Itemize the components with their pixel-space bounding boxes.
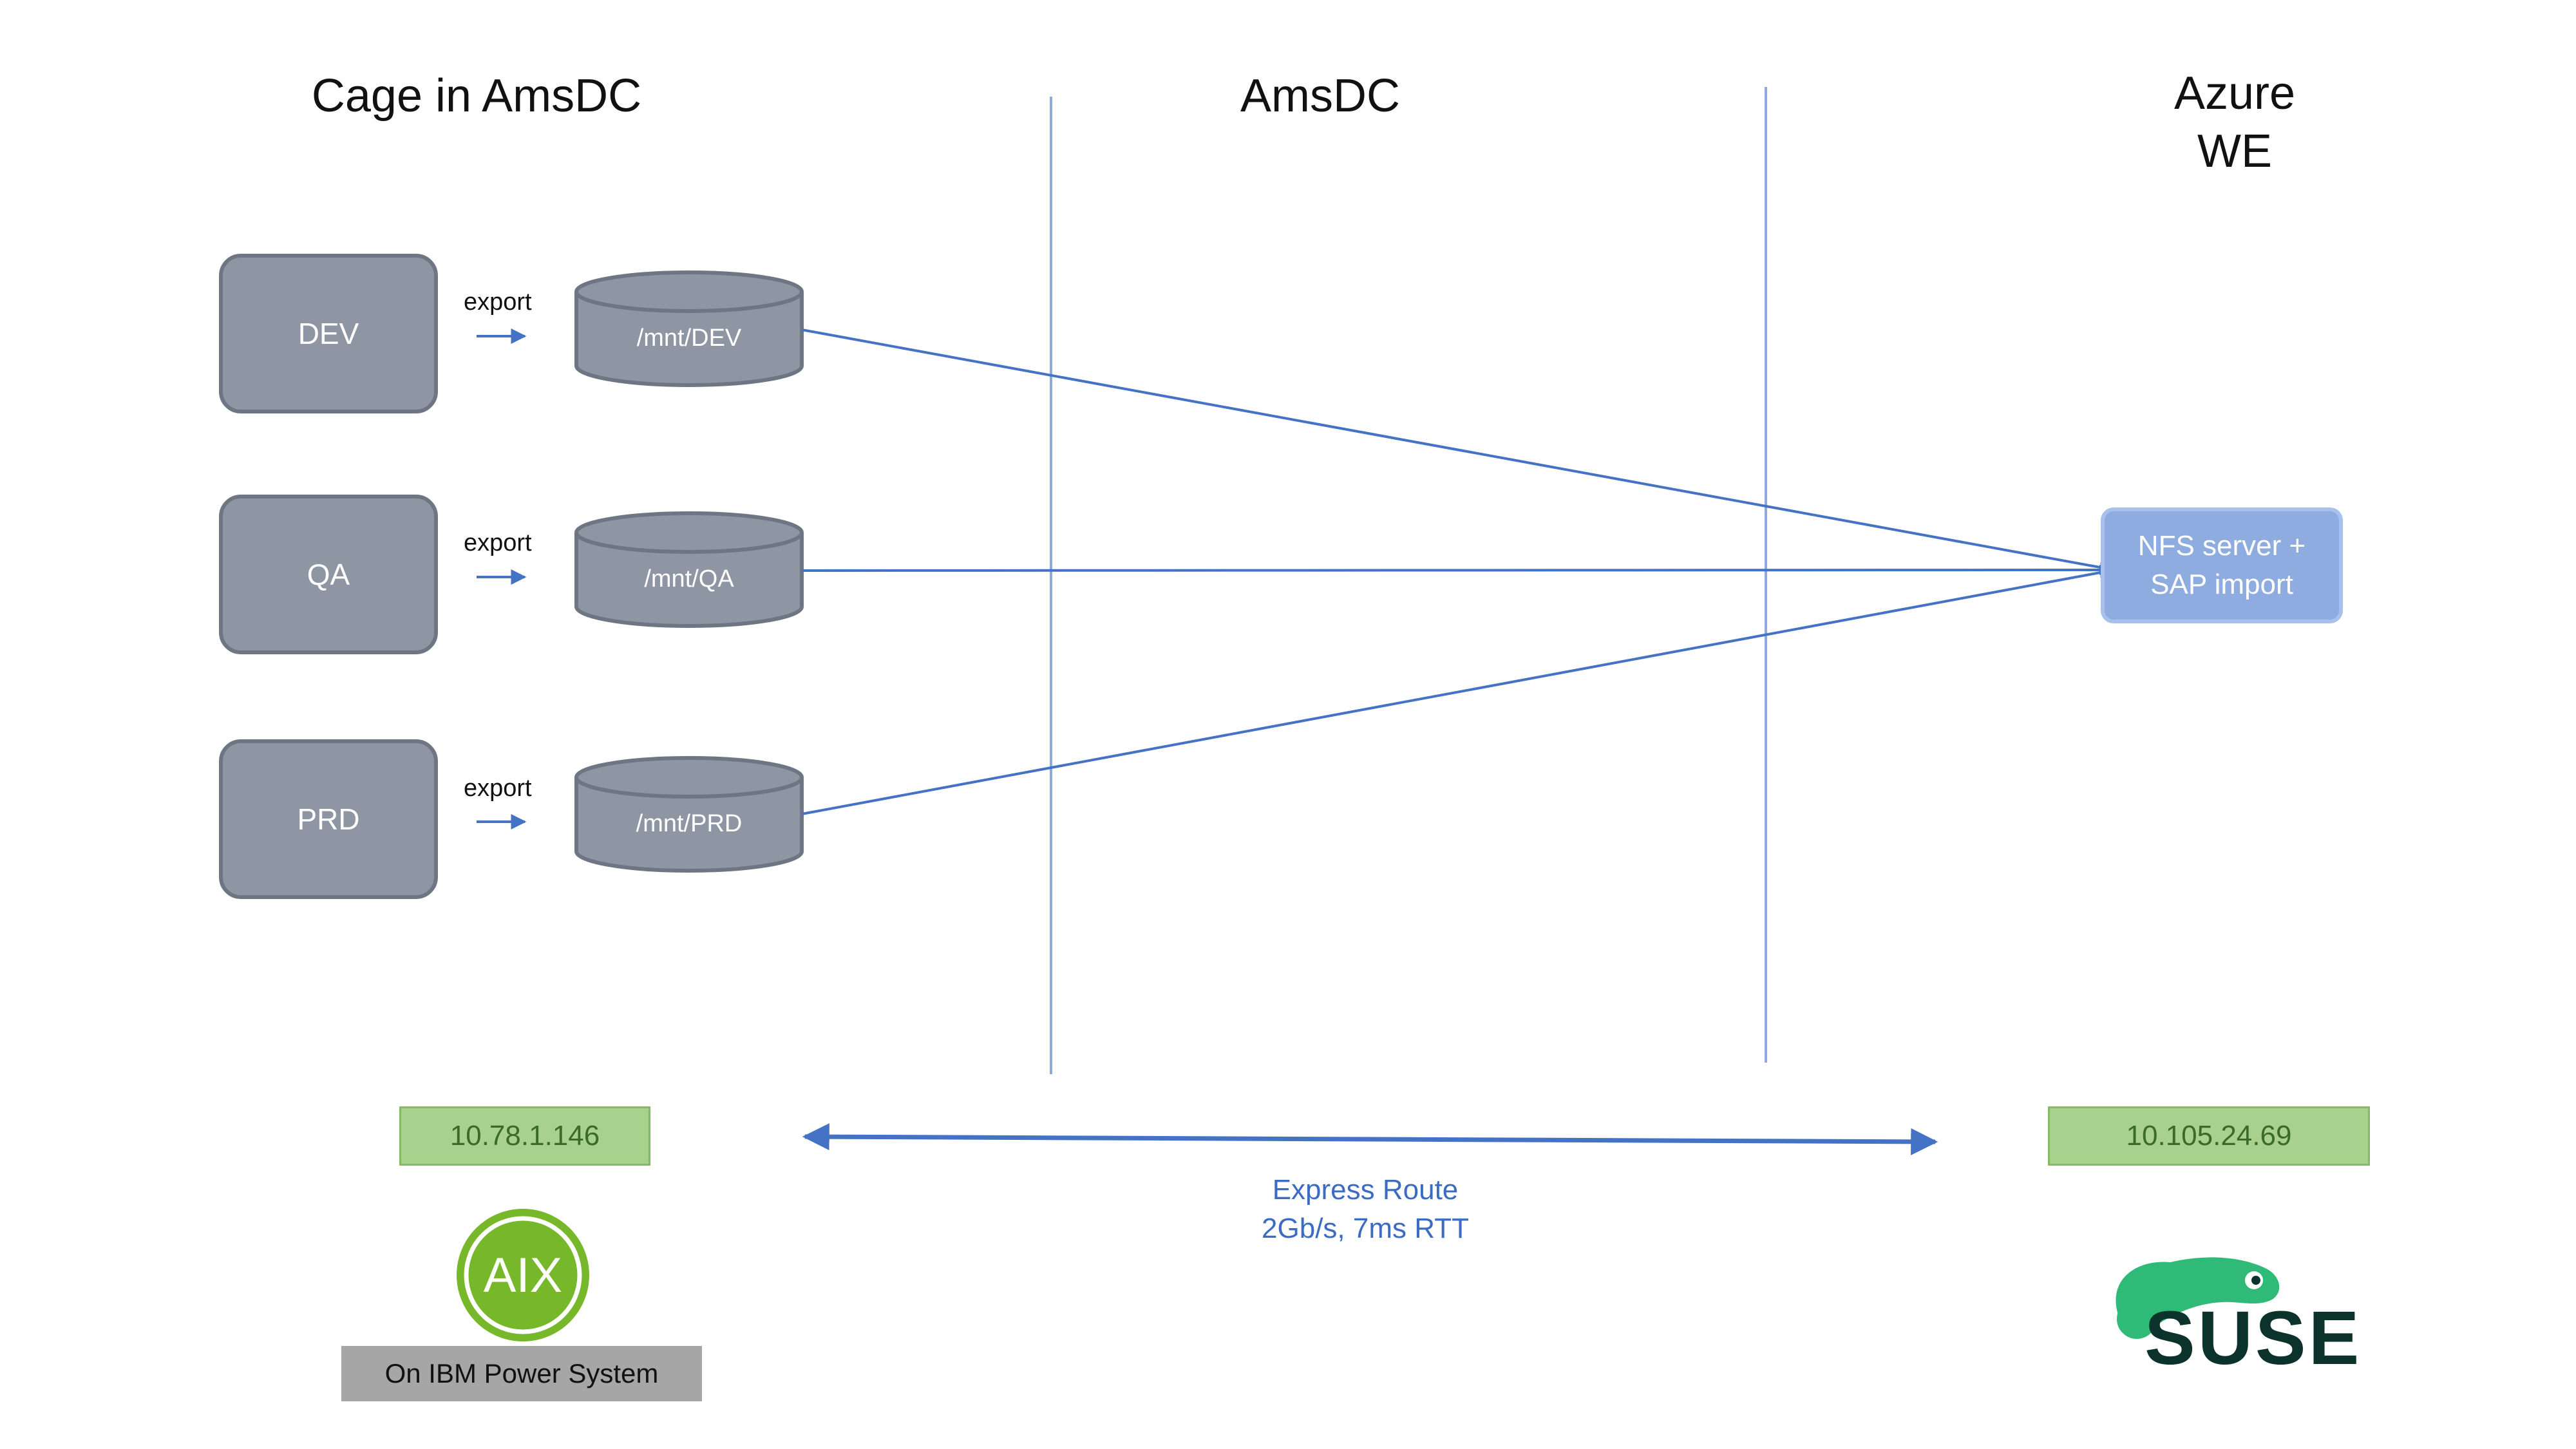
- aix-logo-text: AIX: [484, 1248, 563, 1303]
- suse-chameleon-icon: [2116, 1257, 2280, 1339]
- zone-title-azure: Azure WE: [2112, 64, 2357, 180]
- env-box-prd: PRD: [219, 739, 438, 899]
- env-label-qa: QA: [307, 558, 350, 591]
- nfs-server-box: NFS server + SAP import: [2101, 507, 2343, 623]
- mount-arrow-prd: [801, 565, 2116, 815]
- aix-caption: On IBM Power System: [341, 1346, 702, 1401]
- zone-title-azure-line2: WE: [2197, 126, 2272, 177]
- zone-title-azure-line1: Azure: [2174, 68, 2296, 119]
- zone-title-amsdc: AmsDC: [1240, 70, 1400, 122]
- aix-caption-text: On IBM Power System: [384, 1358, 659, 1388]
- ip-right-text: 10.105.24.69: [2126, 1120, 2292, 1151]
- mount-label-qa: /mnt/QA: [644, 565, 734, 592]
- mount-arrow-qa: [801, 562, 2116, 578]
- nfs-line2: SAP import: [2150, 569, 2293, 600]
- storage-cylinder-qa: [574, 511, 804, 628]
- suse-logo-text: SUSE: [2145, 1296, 2362, 1381]
- zone-title-cage: Cage in AmsDC: [311, 70, 642, 122]
- express-route-label: Express Route 2Gb/s, 7ms RTT: [1172, 1171, 1558, 1248]
- storage-cylinder-dev: [574, 270, 804, 387]
- mount-arrow-dev: [801, 328, 2116, 575]
- export-label-prd: export: [464, 775, 532, 802]
- mount-label-prd: /mnt/PRD: [636, 810, 743, 837]
- export-label-qa: export: [464, 529, 532, 556]
- nfs-line1: NFS server +: [2137, 530, 2306, 562]
- env-label-prd: PRD: [297, 802, 360, 836]
- mount-label-dev: /mnt/DEV: [636, 325, 742, 352]
- storage-cylinder-prd: [574, 756, 804, 873]
- express-route-line2: 2Gb/s, 7ms RTT: [1262, 1213, 1469, 1244]
- ip-left-text: 10.78.1.146: [450, 1120, 600, 1151]
- ip-box-left: 10.78.1.146: [399, 1106, 650, 1166]
- ip-box-right: 10.105.24.69: [2048, 1106, 2370, 1166]
- env-label-dev: DEV: [298, 317, 359, 350]
- export-label-dev: export: [464, 289, 532, 316]
- aix-logo: AIX: [457, 1209, 589, 1341]
- env-box-qa: QA: [219, 495, 438, 654]
- env-box-dev: DEV: [219, 254, 438, 413]
- express-route-line1: Express Route: [1272, 1174, 1459, 1206]
- express-route-arrow: [802, 1123, 1938, 1155]
